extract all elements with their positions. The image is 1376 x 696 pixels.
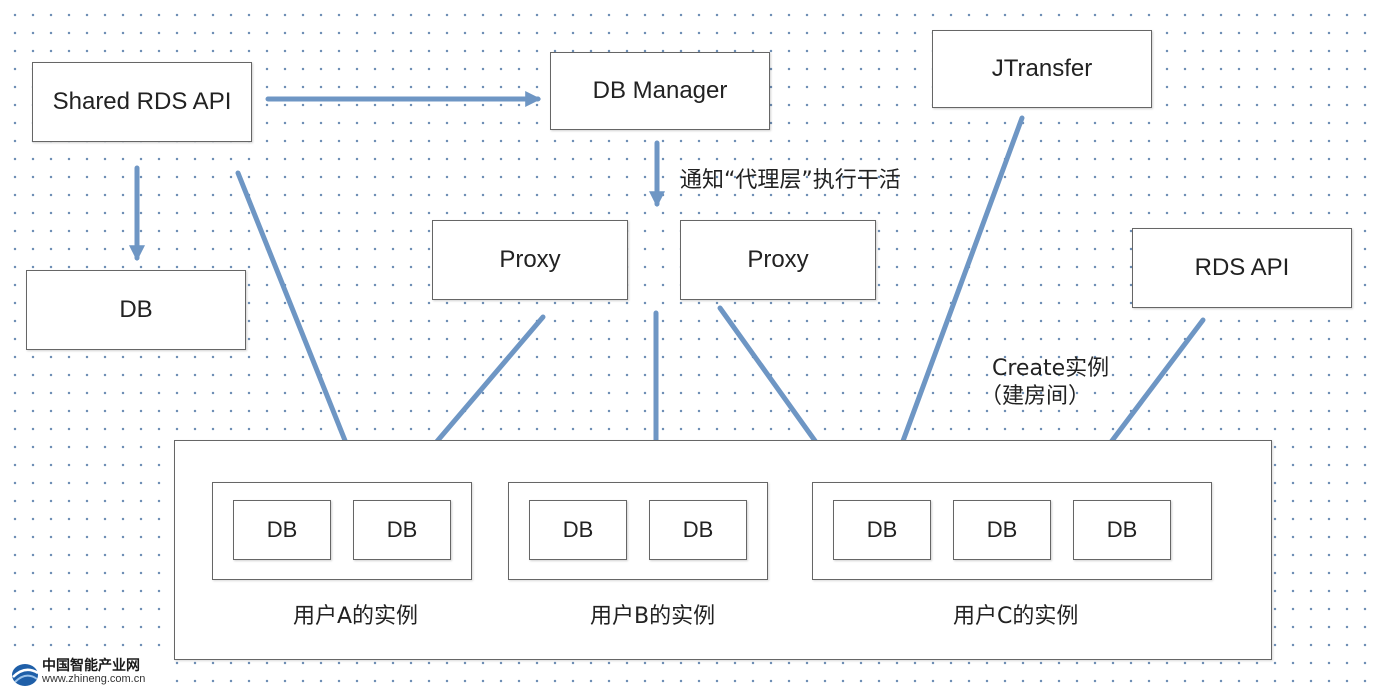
arrow-shared-to-instance-a [235, 170, 357, 466]
instance-c-db-3-label: DB [1106, 517, 1138, 542]
instance-c-db-1-label: DB [866, 517, 898, 542]
instance-b-db-1: DB [529, 500, 627, 560]
jtransfer-box: JTransfer [932, 30, 1152, 108]
instance-c-db-1: DB [833, 500, 931, 560]
create-instance-label-line1: Create实例 [992, 356, 1110, 381]
watermark-url: www.zhineng.com.cn [42, 673, 146, 685]
shared-rds-api-label: Shared RDS API [52, 88, 232, 115]
instance-b-label: 用户B的实例 [590, 604, 716, 629]
watermark-title: 中国智能产业网 [42, 658, 140, 674]
proxy-1-label: Proxy [499, 246, 561, 273]
jtransfer-label: JTransfer [991, 55, 1093, 82]
shared-rds-api-box: Shared RDS API [32, 62, 252, 142]
db-box-left: DB [26, 270, 246, 350]
proxy-box-1: Proxy [432, 220, 628, 300]
proxy-2-label: Proxy [747, 246, 809, 273]
instance-a-db-2-label: DB [386, 517, 418, 542]
watermark-logo: 中国智能产业网 www.zhineng.com.cn [8, 655, 168, 691]
instance-b-db-1-label: DB [562, 517, 594, 542]
instance-c-db-3: DB [1073, 500, 1171, 560]
rds-api-box: RDS API [1132, 228, 1352, 308]
create-instance-label-line2: （建房间） [980, 384, 1091, 409]
instance-a-db-1-label: DB [266, 517, 298, 542]
notify-proxy-label: 通知“代理层”执行干活 [680, 168, 901, 193]
instance-a-db-2: DB [353, 500, 451, 560]
proxy-box-2: Proxy [680, 220, 876, 300]
db-left-label: DB [119, 296, 153, 323]
instance-a-db-1: DB [233, 500, 331, 560]
instance-c-label: 用户C的实例 [953, 604, 1079, 629]
instance-b-db-2-label: DB [682, 517, 714, 542]
globe-icon [12, 664, 39, 686]
instance-b-db-2: DB [649, 500, 747, 560]
instance-c-db-2: DB [953, 500, 1051, 560]
instance-a-label: 用户A的实例 [293, 604, 419, 629]
arrow-jtransfer-to-instance-c [885, 115, 1025, 483]
rds-api-label: RDS API [1194, 254, 1290, 281]
instance-c-db-2-label: DB [986, 517, 1018, 542]
db-manager-box: DB Manager [550, 52, 770, 130]
db-manager-label: DB Manager [592, 77, 728, 104]
